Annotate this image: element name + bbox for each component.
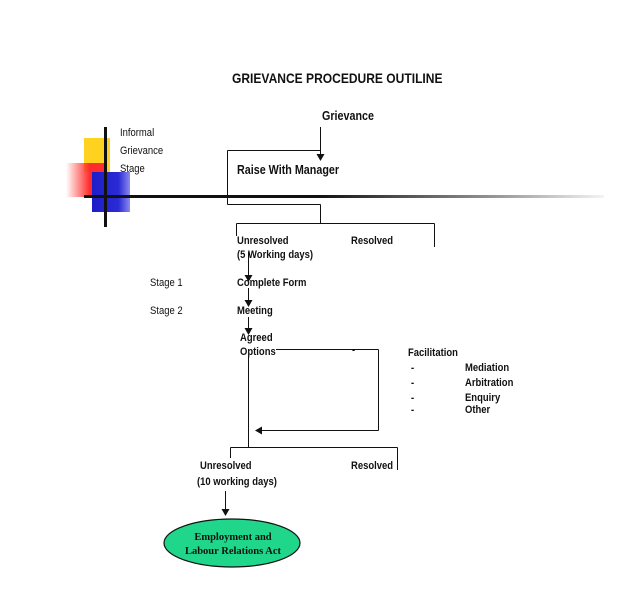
node-unresolved-1: Unresolved	[237, 235, 289, 247]
node-grievance: Grievance	[322, 109, 375, 123]
facilitation-item-other: Other	[465, 404, 491, 416]
employment-act-line1: Employment and	[194, 532, 272, 543]
facilitation-title: Facilitation	[408, 347, 458, 359]
informal-label-line3: Stage	[120, 163, 145, 175]
facilitation-item-mediation: Mediation	[465, 362, 510, 374]
facilitation-item-enquiry: Enquiry	[465, 392, 501, 404]
node-unresolved-1-days: (5 Working days)	[237, 249, 314, 261]
facilitation-dash-2: -	[411, 377, 415, 389]
decor-horizontal-bar	[84, 195, 604, 198]
employment-act-label: Employment and Labour Relations Act	[166, 531, 300, 559]
facilitation-dash-4: -	[411, 404, 415, 416]
node-unresolved-2: Unresolved	[200, 460, 252, 472]
node-raise-with-manager: Raise With Manager	[237, 163, 340, 177]
node-complete-form: Complete Form	[237, 277, 307, 289]
employment-act-oval	[163, 518, 301, 568]
informal-label-line1: Informal	[120, 127, 155, 139]
node-unresolved-2-days: (10 working days)	[197, 476, 277, 488]
stage-2-label: Stage 2	[150, 305, 183, 317]
facilitation-item-arbitration: Arbitration	[465, 377, 514, 389]
decor-vertical-bar	[104, 127, 107, 227]
employment-act-line2: Labour Relations Act	[184, 546, 282, 557]
stage-1-label: Stage 1	[150, 277, 183, 289]
diagram-title: GRIEVANCE PROCEDURE OUTILINE	[232, 70, 443, 86]
decor-blue-block	[92, 172, 130, 212]
node-agreed: Agreed	[240, 332, 273, 344]
node-meeting: Meeting	[237, 305, 273, 317]
node-resolved-2: Resolved	[351, 460, 394, 472]
options-dash: -	[352, 344, 356, 356]
facilitation-dash-1: -	[411, 362, 415, 374]
node-options: Options	[240, 346, 276, 358]
node-resolved-1: Resolved	[351, 235, 394, 247]
facilitation-dash-3: -	[411, 392, 415, 404]
informal-label-line2: Grievance	[120, 145, 164, 157]
